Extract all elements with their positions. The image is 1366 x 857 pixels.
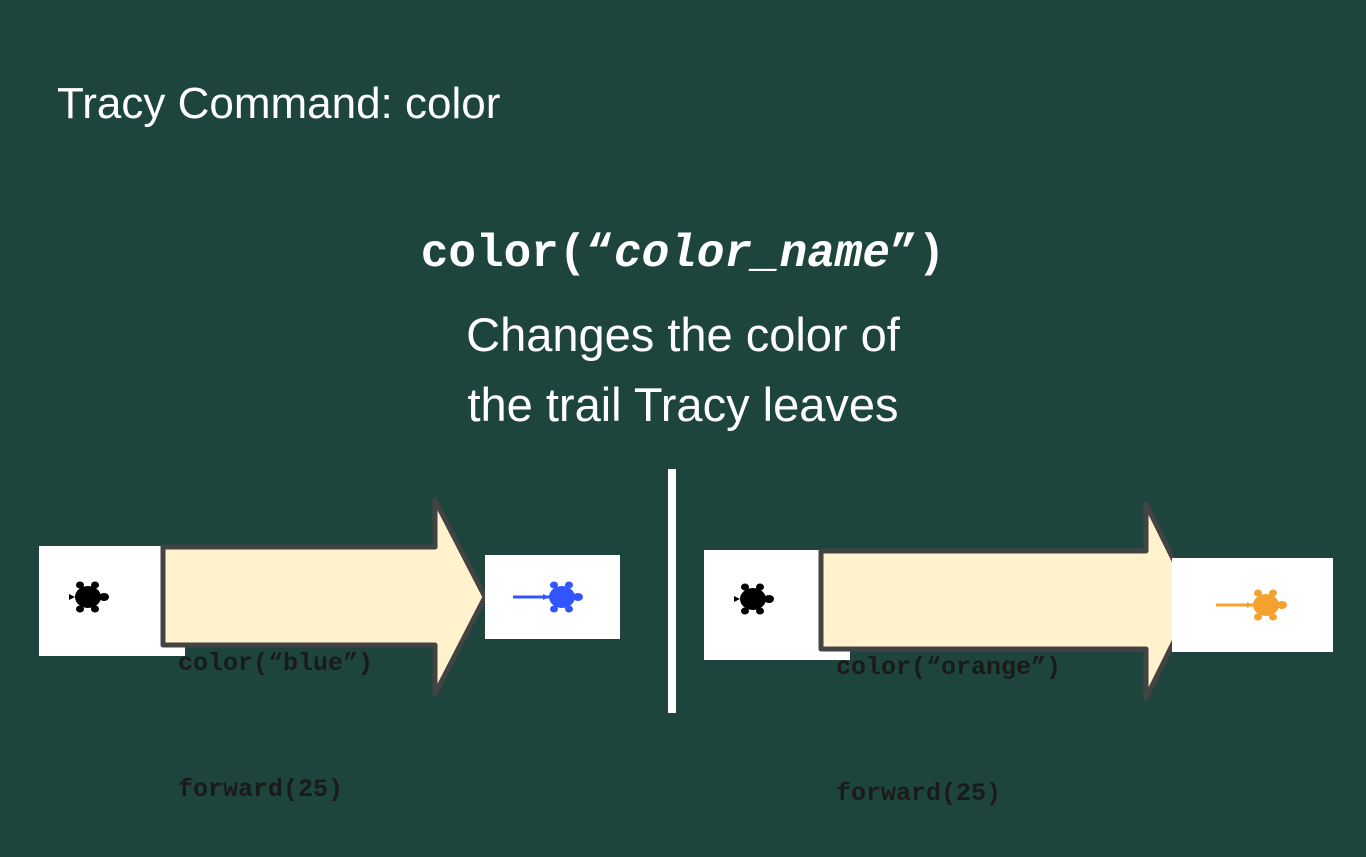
turtle-icon <box>69 581 109 613</box>
command-description: Changes the color of the trail Tracy lea… <box>0 300 1366 440</box>
result-panel-blue <box>485 555 620 639</box>
code-line: forward(25) <box>836 779 1002 808</box>
code-line: forward(25) <box>178 775 344 804</box>
syntax-prefix: color(“ <box>420 228 614 280</box>
code-line: color(“blue”) <box>178 649 374 678</box>
description-line-2: the trail Tracy leaves <box>467 378 899 431</box>
result-panel-orange <box>1172 558 1333 652</box>
arrow-blue <box>160 497 488 697</box>
slide-title: Tracy Command: color <box>57 79 501 128</box>
turtle-shape <box>69 581 109 613</box>
syntax-argument: color_name <box>613 228 891 280</box>
arrow-shape <box>160 497 488 697</box>
turtle-shape <box>1247 589 1287 621</box>
turtle-shape <box>543 581 583 613</box>
turtle-trail-icon <box>513 581 583 613</box>
code-block-blue: color(“blue”) forward(25) <box>178 559 373 853</box>
description-line-1: Changes the color of <box>466 308 900 361</box>
turtle-icon <box>734 583 774 615</box>
code-line: color(“orange”) <box>836 653 1062 682</box>
turtle-shape <box>734 583 774 615</box>
turtle-trail-icon <box>1216 589 1287 621</box>
arrow-orange <box>818 501 1197 701</box>
code-block-orange: color(“orange”) forward(25) <box>836 563 1061 857</box>
arrow-shape <box>818 501 1197 701</box>
syntax-suffix: ”) <box>890 228 946 280</box>
command-syntax: color(“color_name”) <box>0 226 1366 282</box>
divider <box>668 469 676 713</box>
